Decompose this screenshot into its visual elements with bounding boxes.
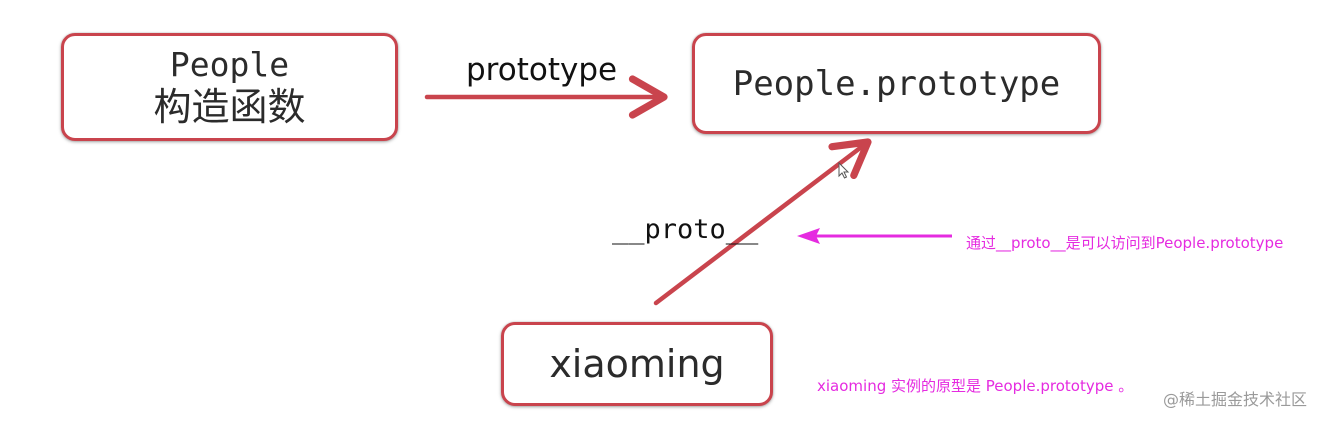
people-node-name: People [169, 45, 290, 84]
people-prototype-node: People.prototype [692, 33, 1101, 134]
proto-arrow [653, 138, 872, 306]
mouse-pointer-icon [838, 161, 850, 179]
prototype-node-name: People.prototype [732, 63, 1061, 104]
people-node-caption: 构造函数 [153, 85, 306, 129]
proto-annotation: 通过__proto__是可以访问到People.prototype [966, 234, 1284, 252]
people-constructor-node: People 构造函数 [61, 33, 398, 141]
instance-annotation: xiaoming 实例的原型是 People.prototype 。 [817, 377, 1134, 395]
annotation-arrowhead [797, 228, 820, 244]
prototype-edge-label: prototype [466, 52, 618, 88]
xiaoming-instance-node: xiaoming [501, 322, 773, 406]
xiaoming-node-name: xiaoming [549, 342, 725, 386]
proto-edge-label: __proto__ [612, 214, 759, 245]
watermark: @稀土掘金技术社区 [1163, 390, 1308, 409]
